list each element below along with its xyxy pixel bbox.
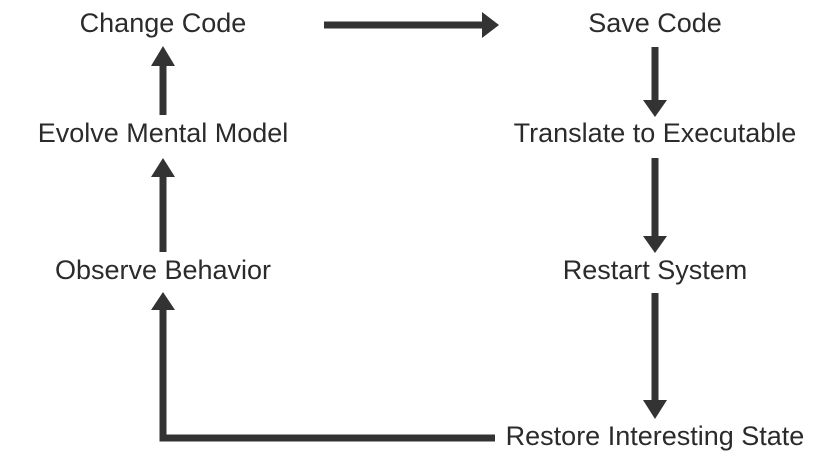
edge-observe-to-evolve-arrowhead: [151, 158, 175, 177]
edge-restart-to-restore: [643, 293, 667, 419]
node-save-code[interactable]: Save Code: [588, 8, 722, 38]
edge-observe-to-evolve: [151, 158, 175, 252]
edge-restart-to-restore-arrowhead: [643, 400, 667, 419]
node-change-code[interactable]: Change Code: [80, 8, 247, 38]
node-restart-system[interactable]: Restart System: [563, 255, 748, 285]
node-observe-behavior[interactable]: Observe Behavior: [55, 255, 271, 285]
edge-evolve-to-change: [151, 46, 175, 115]
node-translate-to-executable[interactable]: Translate to Executable: [514, 118, 797, 148]
edge-translate-to-restart: [643, 158, 667, 253]
node-evolve-mental-model[interactable]: Evolve Mental Model: [38, 118, 289, 148]
edge-restore-to-observe-arrowhead: [151, 292, 175, 310]
node-restore-interesting-state[interactable]: Restore Interesting State: [506, 421, 805, 451]
edge-restore-to-observe-line: [159, 308, 495, 442]
edge-save-to-translate-arrowhead: [643, 100, 667, 117]
edge-translate-to-restart-arrowhead: [643, 236, 667, 253]
edge-evolve-to-change-arrowhead: [151, 46, 175, 66]
edge-save-to-translate: [643, 47, 667, 117]
edge-restore-to-observe: [151, 292, 495, 442]
edge-change-to-save-arrowhead: [482, 12, 499, 38]
edge-change-to-save: [324, 12, 499, 38]
